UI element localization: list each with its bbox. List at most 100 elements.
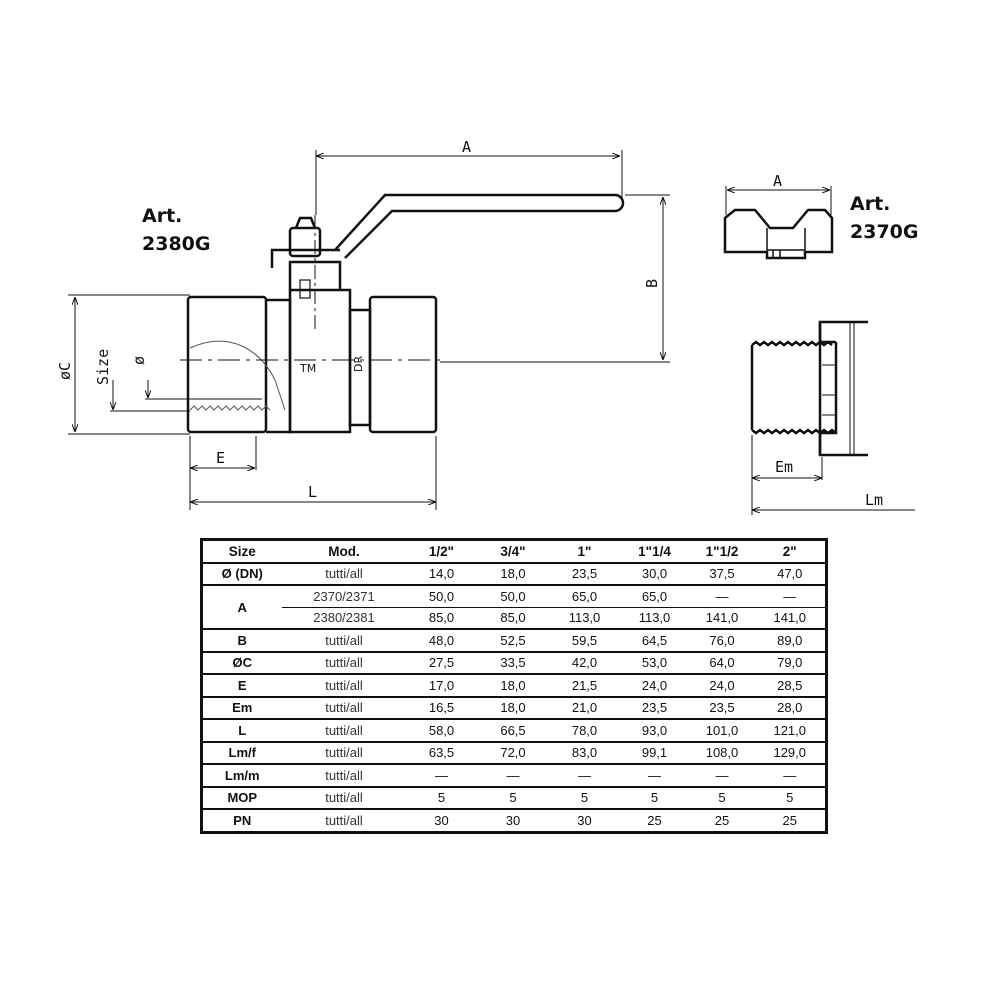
table-cell: — <box>783 588 797 604</box>
table-cell: 113,0 <box>549 606 620 629</box>
table-cell: 79,0 <box>777 655 803 671</box>
table-cell: 28,5 <box>777 677 803 693</box>
column-header: 1/2" <box>428 543 455 559</box>
row-model: tutti/all <box>325 812 363 828</box>
ball-valve-2380g <box>186 193 625 434</box>
table-cell: 25 <box>647 812 662 828</box>
table-cell: 108,0 <box>705 745 739 761</box>
row-label: ØC <box>232 655 253 671</box>
table-cell: 21,0 <box>571 700 598 716</box>
table-cell: 5 <box>580 790 589 806</box>
table-cell: 14,0 <box>428 566 455 582</box>
dim-label-phi: ø <box>130 356 148 365</box>
technical-drawing: Art. 2380G Art. 2370G A B øC Size ø E L … <box>56 138 918 515</box>
body-logo-mark: TM <box>299 362 316 375</box>
table-cell: 101,0 <box>705 722 739 738</box>
table-cell: 21,5 <box>571 677 598 693</box>
row-label: Lm/f <box>228 745 256 761</box>
table-cell: 30 <box>577 812 592 828</box>
article-label-2370g-line1: Art. <box>850 193 890 215</box>
table-cell: 18,0 <box>500 566 526 582</box>
table-cell: 23,5 <box>571 566 598 582</box>
column-header: 1" <box>577 543 592 559</box>
row-model: 2370/2371 <box>313 588 375 604</box>
table-cell: 99,1 <box>641 745 668 761</box>
row-model: 2380/2381 <box>281 606 407 629</box>
table-cell: 42,0 <box>571 655 598 671</box>
table-cell: 53,0 <box>641 655 668 671</box>
row-label: A <box>237 599 247 615</box>
table-cell: — <box>715 767 729 783</box>
table-cell: 85,0 <box>476 606 550 629</box>
table-cell: 5 <box>509 790 517 806</box>
column-header: 3/4" <box>500 543 526 559</box>
table-cell: 23,5 <box>641 700 668 716</box>
table-cell: 83,0 <box>571 745 598 761</box>
row-model: tutti/all <box>325 655 363 671</box>
row-model: tutti/all <box>325 700 363 716</box>
table-cell: 37,5 <box>709 566 735 582</box>
table-cell: 93,0 <box>641 722 668 738</box>
dim-label-e: E <box>216 449 225 467</box>
article-label-2380g-line1: Art. <box>142 205 182 227</box>
table-cell: 5 <box>718 790 726 806</box>
table-cell: — <box>578 767 591 783</box>
row-model: tutti/all <box>325 677 363 693</box>
row-model: tutti/all <box>325 767 363 783</box>
row-label: B <box>237 632 247 648</box>
row-model: tutti/all <box>325 632 363 648</box>
dim-label-size: Size <box>94 349 112 385</box>
row-model: tutti/all <box>325 722 363 738</box>
table-cell: 65,0 <box>571 588 598 604</box>
row-label: E <box>237 677 247 693</box>
table-row: Em tutti/all 16,5 18,0 21,0 23,5 23,5 28,0 <box>201 697 827 719</box>
table-cell: 18,0 <box>500 700 526 716</box>
table-cell: 30 <box>505 812 521 828</box>
table-cell: 24,0 <box>709 677 735 693</box>
row-label: PN <box>233 812 252 828</box>
table-cell: 85,0 <box>406 606 477 629</box>
table-cell: 59,5 <box>571 632 598 648</box>
table-cell: 33,5 <box>500 655 526 671</box>
table-cell: 28,0 <box>777 700 803 716</box>
table-cell: 65,0 <box>641 588 668 604</box>
row-label: Ø (DN) <box>221 566 263 582</box>
column-header: 1"1/4 <box>638 543 671 559</box>
table-cell: 63,5 <box>428 745 455 761</box>
dim-label-b: B <box>643 279 661 288</box>
row-label: Em <box>232 700 253 716</box>
table-cell: 50,0 <box>500 588 526 604</box>
column-header: Mod. <box>328 543 360 559</box>
table-cell: 5 <box>650 790 659 806</box>
table-cell: 72,0 <box>500 745 526 761</box>
table-cell: — <box>506 767 520 783</box>
table-cell: 5 <box>437 790 446 806</box>
article-label-2380g-line2: 2380G <box>142 233 210 255</box>
table-cell: — <box>715 588 729 604</box>
table-cell: — <box>648 767 661 783</box>
table-cell: 129,0 <box>773 745 807 761</box>
table-cell: 66,5 <box>500 722 526 738</box>
table-cell: 48,0 <box>428 632 455 648</box>
table-cell: 50,0 <box>428 588 455 604</box>
table-cell: 52,5 <box>500 632 526 648</box>
table-cell: 17,0 <box>428 677 455 693</box>
dim-label-a-handle: A <box>773 172 782 190</box>
table-cell: 16,5 <box>428 700 455 716</box>
table-cell: 23,5 <box>709 700 735 716</box>
row-model: tutti/all <box>325 566 363 582</box>
row-label: MOP <box>227 790 258 806</box>
male-thread-fitting <box>750 320 868 457</box>
dim-label-lm: Lm <box>865 491 883 509</box>
dim-label-l: L <box>308 483 317 501</box>
table-cell: 25 <box>782 812 797 828</box>
